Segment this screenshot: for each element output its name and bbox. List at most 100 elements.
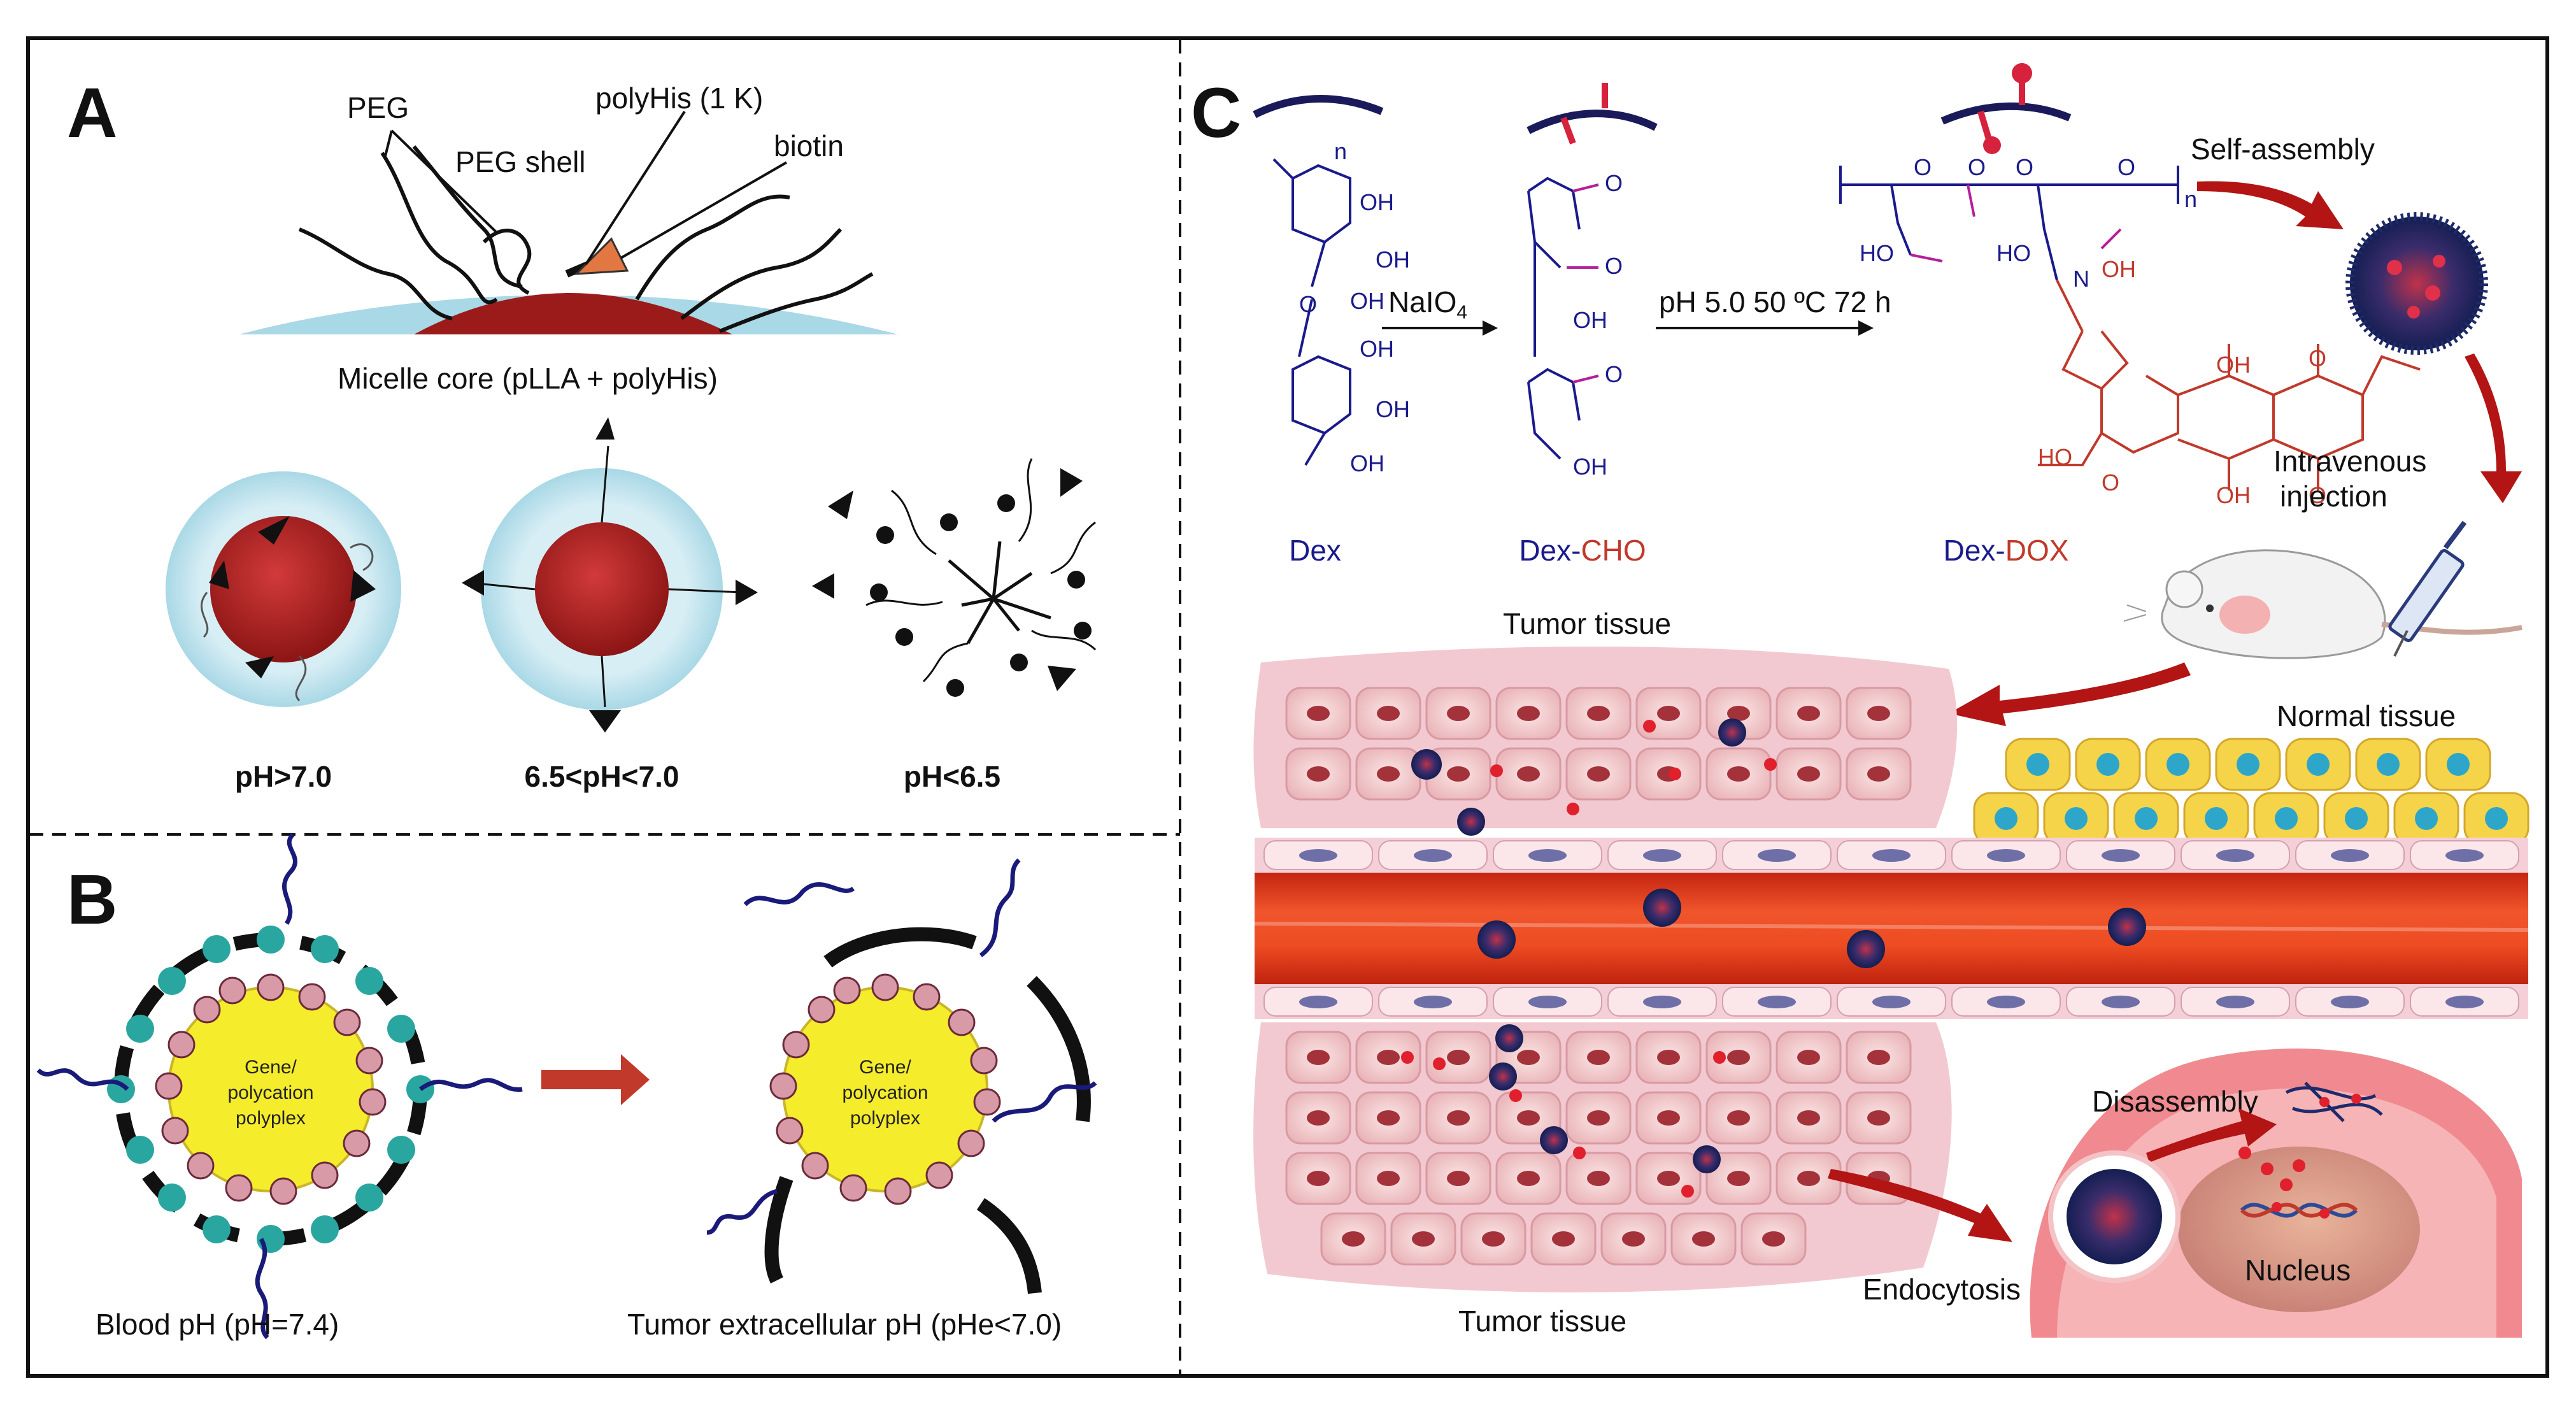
polyplex-label-1: Gene/ [859, 1057, 911, 1078]
label-blood-ph: Blood pH (pH=7.4) [96, 1308, 339, 1341]
leader-line [585, 110, 686, 266]
label-peg: PEG [347, 91, 409, 124]
nanoparticle-large [2345, 212, 2488, 355]
detached-shield [976, 1198, 1042, 1294]
peg-chain [418, 1078, 523, 1092]
micelle-core [414, 293, 732, 334]
polyplex-shielded [36, 833, 523, 1340]
reagent-conditions: pH 5.0 50 ºC 72 h [1659, 285, 1891, 318]
panel-c: C OH OH OH OH OH OH O n [1191, 63, 2530, 1338]
state-label-1: pH>7.0 [235, 760, 332, 793]
nanoparticles-bottom [1489, 1024, 1721, 1173]
peg-chain [380, 152, 498, 304]
released-drug-dots [2238, 1147, 2305, 1191]
chem-o: O [2309, 345, 2326, 371]
chem-n-sub: n [2184, 186, 2197, 212]
dex-cho-structure [1527, 176, 1599, 460]
label-dex: Dex [1289, 534, 1341, 567]
chem-oh: OH [2216, 482, 2251, 508]
peg-chain [743, 882, 855, 906]
detached-shield [764, 1176, 793, 1284]
chem-oh: OH [1350, 288, 1384, 314]
cationic-ring [155, 973, 387, 1205]
polyplex-exposed [706, 858, 1097, 1294]
nanoparticles-top [1411, 719, 1746, 836]
state-label-3: pH<6.5 [904, 760, 1000, 793]
chem-ho: HO [1860, 240, 1894, 266]
chem-oh: OH [1360, 189, 1394, 215]
dna-helix-icon [2240, 1202, 2358, 1219]
label-self-assembly: Self-assembly [2191, 132, 2375, 166]
chem-oh: OH [1350, 450, 1384, 476]
chem-oh: OH [1360, 336, 1394, 362]
mouse-illustration [2123, 549, 2523, 659]
micelle-schematic [239, 110, 898, 334]
peg-chain [36, 1068, 129, 1091]
chem-n: N [2073, 266, 2089, 292]
peg-chain [706, 1189, 778, 1235]
state-label-2: 6.5<pH<7.0 [525, 760, 680, 793]
label-micelle-core: Micelle core (pLLA + polyHis) [338, 362, 718, 395]
micelle-state-closed [166, 471, 401, 707]
chem-ho: HO [2038, 444, 2072, 470]
peg-chain [482, 229, 532, 295]
chem-oh: OH [1376, 247, 1410, 273]
nucleus [2178, 1147, 2420, 1312]
chem-o: O [1605, 170, 1623, 196]
iv-arrow [2465, 354, 2522, 503]
chem-o: O [2117, 154, 2135, 180]
peg-chain [718, 272, 874, 333]
micelle-state-swollen [462, 417, 758, 733]
chem-oh: OH [2216, 352, 2251, 378]
panel-letter-c: C [1191, 74, 1241, 152]
label-disassembly: Disassembly [2092, 1085, 2258, 1118]
chem-o: O [1914, 154, 1932, 180]
endocytosis-arrow [1828, 1169, 2012, 1242]
label-peg-shell: PEG shell [455, 145, 586, 178]
chem-o: O [2016, 154, 2033, 180]
chem-oh: OH [2102, 256, 2136, 282]
detached-shield [823, 927, 977, 968]
polyplex-label-1: Gene/ [245, 1057, 297, 1078]
nanoparticle-endocytosed [2067, 1169, 2162, 1264]
panel-b: B [36, 833, 1097, 1341]
panel-a: A PEG polyHis (1 K) biotin PEG shell Mic… [67, 74, 1097, 793]
chem-n-sub: n [1334, 138, 1347, 164]
label-dex-dox: Dex-DOX [1944, 534, 2069, 567]
label-biotin: biotin [774, 129, 844, 162]
tumor-nuclei-bottom [1307, 1050, 1890, 1247]
peg-chain [635, 194, 790, 301]
chem-o: O [1968, 154, 1986, 180]
chem-o: O [1605, 361, 1623, 387]
dex-chain-icon [1253, 95, 1384, 118]
chem-o: O [2102, 469, 2119, 496]
polyplex-label-3: polyplex [850, 1108, 920, 1129]
leader-line [620, 161, 787, 259]
vessel-highlight [1254, 922, 2529, 932]
leader-line [390, 129, 498, 234]
peg-chain [680, 227, 843, 320]
dex-dox-chain-icon [1940, 63, 2072, 154]
chem-oh: OH [1376, 396, 1410, 422]
disassembled-micelle-icon [2285, 1082, 2383, 1122]
biotin-triangle [574, 237, 629, 275]
transition-arrow [541, 1054, 650, 1105]
polyplex-label-3: polyplex [236, 1108, 306, 1129]
micelle-state-dissociated [812, 458, 1097, 697]
leader-line [384, 130, 393, 157]
chem-oh: OH [1573, 454, 1607, 480]
label-endocytosis: Endocytosis [1863, 1273, 2021, 1306]
label-tumor-ph: Tumor extracellular pH (pHe<7.0) [627, 1308, 1062, 1341]
chem-o: O [1605, 253, 1623, 279]
endothelium-top [1255, 838, 2528, 873]
dex-cho-chain-icon [1526, 83, 1658, 145]
normal-nuclei [1995, 753, 2508, 830]
label-iv-1: Intravenous [2274, 445, 2426, 478]
self-assembly-arrow [2197, 181, 2344, 229]
released-drug-dots [1401, 1051, 1726, 1198]
tumor-nuclei-top [1307, 706, 1890, 782]
chem-o: O [2309, 482, 2326, 508]
panel-letter-a: A [67, 74, 117, 152]
label-tumor-tissue-bottom: Tumor tissue [1458, 1305, 1626, 1338]
syringe-icon [2388, 520, 2467, 657]
